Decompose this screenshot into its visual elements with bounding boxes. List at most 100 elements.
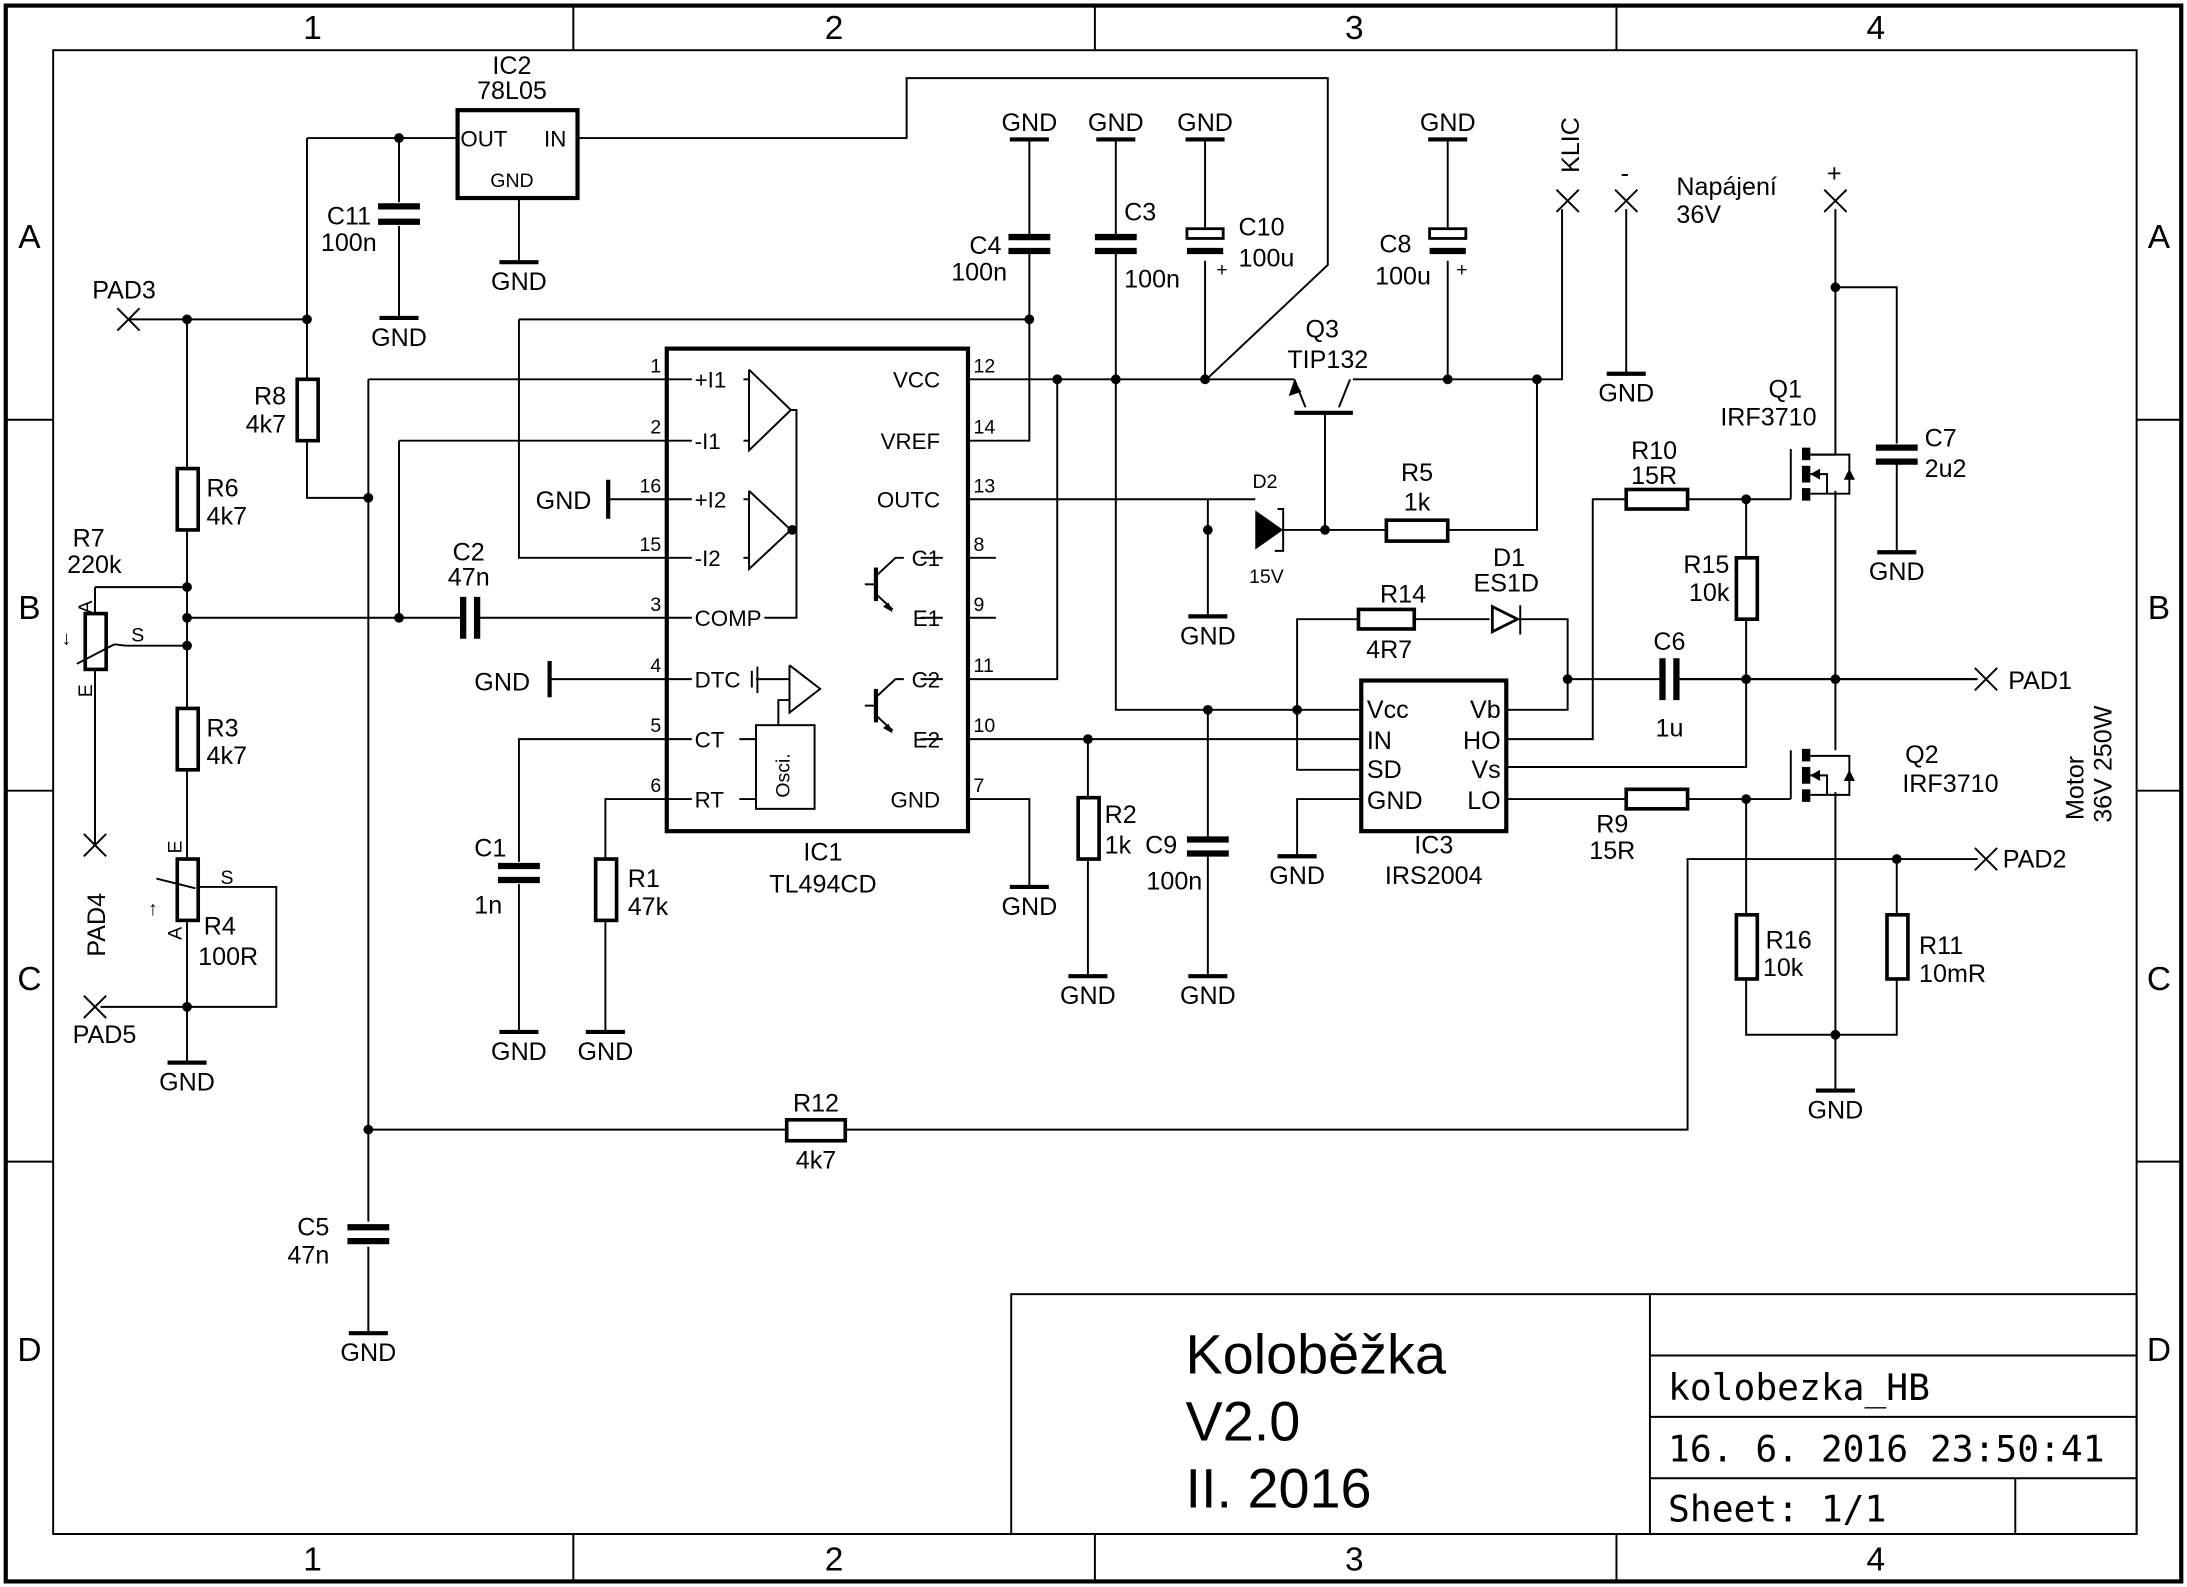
c9-value: 100n [1146, 868, 1202, 896]
ic3-pin-sd: SD [1367, 756, 1402, 784]
ic3-pin-in: IN [1367, 727, 1392, 755]
title-block: Koloběžka V2.0 II. 2016 kolobezka_HB 16.… [1010, 1293, 2138, 1535]
plus-label: + [1827, 159, 1842, 187]
ic2-pin-gnd: GND [490, 170, 533, 192]
ic2-regulator: IC2 78L05 OUT IN GND [455, 52, 580, 201]
r6-body [175, 466, 201, 532]
ic1-pin-name: DTC [695, 668, 741, 693]
c2-ref: C2 [453, 539, 485, 567]
r10-body [1624, 487, 1690, 511]
pad-cross-icon [1823, 188, 1848, 213]
c3-ref: C3 [1124, 198, 1156, 226]
power-voltage-label: 36V [1676, 201, 1721, 229]
ic3-pin-vs: Vs [1471, 756, 1500, 784]
ic1-pin-number: 5 [650, 715, 661, 737]
klic-label: KLIC [1557, 117, 1585, 173]
r1-value: 47k [628, 893, 669, 921]
ic2-ref: IC2 [492, 52, 531, 80]
ic1-pin-number: 4 [650, 655, 661, 677]
ic1-value: TL494CD [769, 871, 876, 899]
c10-value: 100u [1239, 244, 1295, 272]
capacitors: C11 100n C2 47n C1 1n C5 47n C4 100n C3 … [287, 198, 1966, 1269]
gnd-label: GND [1001, 109, 1057, 137]
r2-value: 1k [1105, 831, 1132, 859]
gnd-label: GND [371, 324, 427, 352]
r12-ref: R12 [793, 1089, 839, 1117]
col-label-2-bottom: 2 [825, 1541, 844, 1578]
pad4-label: PAD4 [83, 893, 111, 957]
pad1-label: PAD1 [2008, 667, 2072, 695]
ic3-pin-vcc: Vcc [1367, 696, 1409, 724]
ic1-pin-name: CT [695, 727, 725, 752]
ic1-ref: IC1 [803, 838, 842, 866]
row-label-c-right: C [2147, 961, 2171, 998]
q3-ref: Q3 [1305, 315, 1338, 343]
gnd-label: GND [491, 268, 547, 296]
pad-cross-icon [1974, 847, 1998, 871]
pad-cross-icon [1555, 188, 1580, 213]
r7-arrow-icon: ↓ [62, 627, 72, 649]
r12-value: 4k7 [796, 1147, 836, 1175]
ic1-pin-name: -I2 [695, 546, 721, 571]
ic1-pin-number: 2 [650, 417, 661, 439]
project-date: II. 2016 [1186, 1458, 1372, 1520]
c8-plus: + [1456, 259, 1467, 281]
row-label-b: B [18, 590, 40, 627]
motor-label: Motor [2062, 756, 2090, 820]
r8-ref: R8 [254, 382, 286, 410]
pad-labels: PAD3 PAD4 PAD5 PAD1 PAD2 KLIC - + Napáje… [73, 117, 2118, 1049]
connector-pads [83, 188, 1998, 1019]
gnd-label: GND [1808, 1096, 1864, 1124]
ic3-pin-ho: HO [1463, 727, 1501, 755]
ic1-pin-name: +I2 [695, 488, 727, 513]
d1-ref: D1 [1493, 544, 1525, 572]
r7-pin-s: S [131, 624, 144, 646]
ic1-pin-number: 6 [650, 775, 661, 797]
q3-value: TIP132 [1287, 346, 1368, 374]
col-label-4-bottom: 4 [1867, 1541, 1886, 1578]
q2-value: IRF3710 [1902, 770, 1998, 798]
ic3-pin-vb: Vb [1470, 696, 1501, 724]
ic1-pin-number: 9 [974, 594, 985, 616]
ic1-input-gnds: GND GND [474, 479, 611, 698]
ic3-pin-lo: LO [1467, 787, 1500, 815]
r5-ref: R5 [1401, 459, 1433, 487]
q2-mosfet: Q2 IRF3710 [1789, 741, 1999, 802]
r5-body [1384, 518, 1450, 543]
r9-ref: R9 [1596, 811, 1628, 839]
ic1-pin-name: GND [891, 787, 941, 812]
r3-ref: R3 [207, 714, 239, 742]
ic1-pin-name: VCC [893, 368, 940, 393]
r7-pin-e: E [75, 684, 97, 697]
r4-pin-e: E [164, 840, 186, 853]
gnd-label: GND [1269, 862, 1325, 890]
r16-ref: R16 [1766, 926, 1812, 954]
r15-body [1734, 556, 1760, 621]
r8-value: 4k7 [246, 410, 286, 438]
gnd-label: GND [1177, 109, 1233, 137]
ic1-tl494: IC1 TL494CD 1+I12-I116+I215-I23COMP4DTC5… [639, 346, 995, 899]
c10-plus: + [1216, 259, 1227, 281]
col-label-3: 3 [1345, 10, 1364, 47]
wires [94, 77, 1978, 1334]
c2-value: 47n [448, 564, 490, 592]
ic3-value: IRS2004 [1385, 862, 1483, 890]
c11-value: 100n [321, 229, 377, 257]
gnd-label: GND [1180, 622, 1236, 650]
gnd-label: GND [1001, 893, 1057, 921]
r16-body [1734, 913, 1760, 981]
c7-ref: C7 [1925, 424, 1957, 452]
row-label-d: D [17, 1332, 41, 1369]
gnd-label: GND [1869, 558, 1925, 586]
ic3-gate-driver: IC3 IRS2004 Vcc IN SD GND Vb HO Vs LO [1359, 678, 1509, 890]
c11-ref: C11 [327, 203, 371, 231]
ic1-pin-number: 8 [974, 534, 985, 556]
ic1-pin-name: VREF [881, 429, 940, 454]
c9-ref: C9 [1145, 831, 1177, 859]
power-label: Napájení [1676, 173, 1776, 201]
r15-value: 10k [1689, 579, 1730, 607]
motor-rating-label: 36V 250W [2090, 705, 2118, 822]
gnd-label: GND [1420, 109, 1476, 137]
r11-body [1885, 913, 1910, 981]
